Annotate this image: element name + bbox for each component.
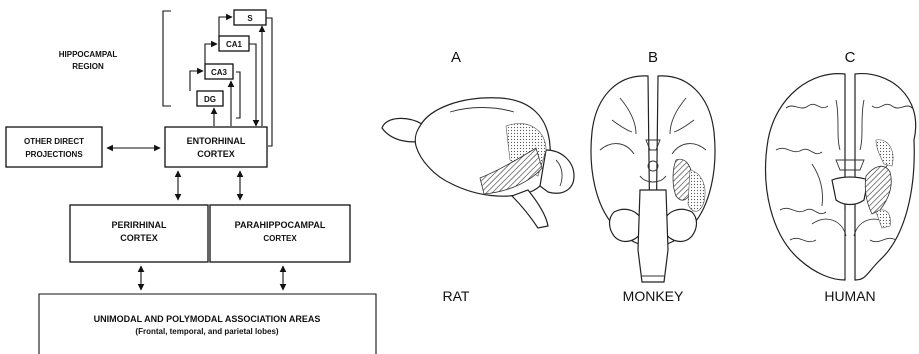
- species-label-monkey: MONKEY: [623, 288, 684, 304]
- node-ca3: CA3: [205, 64, 233, 79]
- node-perirhinal-cortex: PERIRHINAL CORTEX: [70, 205, 208, 262]
- entorhinal-label-line1: ENTORHINAL: [187, 136, 246, 146]
- panel-letter-b: B: [648, 49, 658, 66]
- node-ca1-label: CA1: [226, 40, 243, 49]
- species-label-rat: RAT: [443, 288, 470, 304]
- region-label-line1: HIPPOCAMPAL: [59, 50, 118, 59]
- species-label-human: HUMAN: [824, 288, 875, 304]
- association-label-line2: (Frontal, temporal, and parietal lobes): [135, 327, 278, 336]
- parahippocampal-label-line1: PARAHIPPOCAMPAL: [235, 220, 326, 230]
- node-other-direct-projections: OTHER DIRECT PROJECTIONS: [6, 127, 102, 167]
- brain-panel-human: C HUMAN: [766, 49, 916, 304]
- perirhinal-label-line2: CORTEX: [120, 233, 158, 243]
- node-parahippocampal-cortex: PARAHIPPOCAMPAL CORTEX: [210, 205, 350, 262]
- node-dg-label: DG: [204, 95, 216, 104]
- arrow-ca1-to-entorhinal: [249, 44, 256, 126]
- panel-letter-c: C: [845, 49, 856, 66]
- association-label-line1: UNIMODAL AND POLYMODAL ASSOCIATION AREAS: [94, 314, 321, 324]
- node-dg: DG: [197, 91, 223, 106]
- arrow-dg-to-ca3: [190, 71, 203, 91]
- human-brain-illustration: [766, 74, 916, 280]
- node-entorhinal-cortex: ENTORHINAL CORTEX: [165, 127, 267, 167]
- entorhinal-label-line2: CORTEX: [197, 149, 235, 159]
- node-s-label: S: [247, 14, 253, 23]
- arrow-ca3-to-ca1: [205, 44, 217, 64]
- node-association-areas: UNIMODAL AND POLYMODAL ASSOCIATION AREAS…: [39, 294, 376, 354]
- perirhinal-label-line1: PERIRHINAL: [111, 220, 167, 230]
- rat-brain-illustration: [382, 98, 574, 228]
- brain-panel-monkey: B MONKEY: [591, 49, 715, 304]
- node-ca3-label: CA3: [211, 68, 228, 77]
- region-bracket: [163, 11, 171, 106]
- monkey-brain-illustration: [591, 76, 715, 282]
- region-label-line2: REGION: [72, 62, 104, 71]
- other-label-line2: PROJECTIONS: [25, 150, 83, 159]
- node-s: S: [234, 10, 266, 25]
- arrow-ca3-to-entorhinal: [236, 72, 240, 118]
- arrow-ca1-to-s: [219, 17, 232, 36]
- panel-letter-a: A: [451, 49, 461, 66]
- flowchart: HIPPOCAMPAL REGION S CA1 CA3 DG: [6, 10, 376, 354]
- node-ca1: CA1: [219, 36, 249, 51]
- parahippocampal-label-line2: CORTEX: [263, 234, 297, 243]
- other-label-line1: OTHER DIRECT: [24, 137, 84, 146]
- brain-panel-rat: A RAT: [382, 49, 574, 304]
